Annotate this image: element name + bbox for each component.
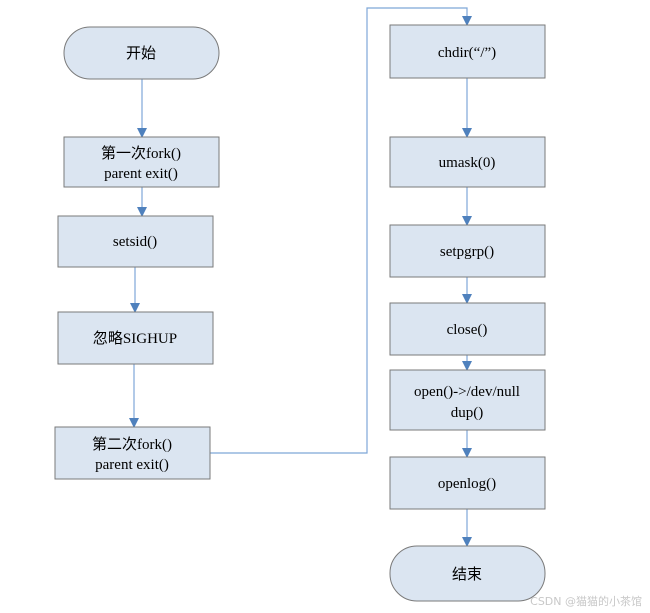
node-sighup: 忽略SIGHUP bbox=[57, 311, 214, 365]
node-setsid: setsid() bbox=[57, 215, 214, 268]
node-start: 开始 bbox=[63, 26, 220, 80]
node-open-dup-line1: open()->/dev/null bbox=[414, 384, 520, 400]
watermark: CSDN @猫猫的小茶馆 bbox=[530, 595, 642, 608]
node-fork1: 第一次fork() parent exit() bbox=[63, 136, 220, 188]
node-fork2-line1: 第二次fork() bbox=[92, 435, 172, 453]
node-setsid-label: setsid() bbox=[113, 234, 157, 250]
node-close-label: close() bbox=[447, 322, 488, 338]
node-chdir-label: chdir(“/”) bbox=[438, 45, 496, 61]
connector-fork2-chdir bbox=[209, 7, 472, 454]
node-fork1-line2: parent exit() bbox=[104, 166, 178, 182]
node-sighup-label: 忽略SIGHUP bbox=[93, 330, 177, 347]
node-open-dup-line2: dup() bbox=[451, 405, 484, 421]
node-open-dup: open()->/dev/null dup() bbox=[389, 369, 546, 431]
node-setpgrp: setpgrp() bbox=[389, 224, 546, 278]
node-end: 结束 bbox=[389, 545, 546, 602]
node-fork1-line1: 第一次fork() bbox=[101, 144, 181, 162]
node-setpgrp-label: setpgrp() bbox=[440, 244, 494, 260]
node-close: close() bbox=[389, 302, 546, 356]
node-umask: umask(0) bbox=[389, 136, 546, 188]
node-start-label: 开始 bbox=[126, 45, 156, 62]
node-umask-label: umask(0) bbox=[439, 155, 496, 171]
node-openlog: openlog() bbox=[389, 456, 546, 510]
connectors bbox=[129, 7, 472, 547]
node-chdir: chdir(“/”) bbox=[389, 24, 546, 79]
node-openlog-label: openlog() bbox=[438, 476, 496, 492]
node-fork2-line2: parent exit() bbox=[95, 457, 169, 473]
node-fork2: 第二次fork() parent exit() bbox=[54, 426, 211, 480]
node-end-label: 结束 bbox=[452, 566, 482, 583]
